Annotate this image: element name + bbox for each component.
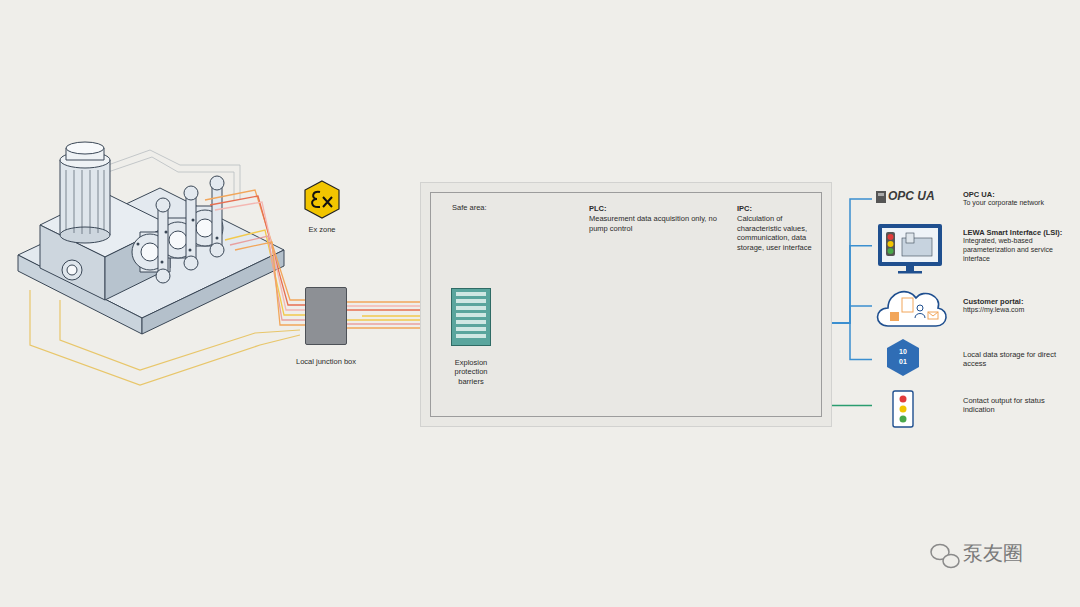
sensor-wire xyxy=(30,290,300,385)
plc-unit: PLC:Measurement data acquisition only, n… xyxy=(589,204,723,350)
node-heading: LEWA Smart Interface (LSI): xyxy=(963,228,1075,237)
barrier-module xyxy=(456,306,486,310)
barrier-module xyxy=(456,320,486,324)
wechat-icon xyxy=(931,545,959,568)
node-heading: IPC: xyxy=(737,204,821,213)
traffic-light-icon xyxy=(893,391,913,427)
junction-housing xyxy=(305,287,347,345)
binary-digits: 10 xyxy=(899,348,907,356)
node-text: Measurement data acquisition only, no pu… xyxy=(589,214,723,233)
node-text: Safe area: xyxy=(452,203,831,212)
watermark: 泵友圈 xyxy=(963,542,1023,564)
output-item: Customer portal:https://my.lewa.com xyxy=(872,297,1075,315)
binary-digits: 01 xyxy=(899,358,907,366)
cloud-icon xyxy=(878,292,947,326)
logo-text: OPC UA xyxy=(888,190,935,203)
barrier-block: Explosion protection barriers xyxy=(445,288,497,386)
junction-box: Local junction box xyxy=(290,287,362,366)
zone-label: Ex zone xyxy=(308,226,335,234)
barrier-module xyxy=(456,313,486,317)
node-text: https://my.lewa.com xyxy=(963,306,1075,315)
node-text: Integrated, web-based parameterization a… xyxy=(963,237,1075,263)
node-text: Calculation of characteristic values, co… xyxy=(737,214,821,252)
node-text: Contact output for status indication xyxy=(963,396,1075,415)
output-item: LEWA Smart Interface (LSI):Integrated, w… xyxy=(872,228,1075,264)
monitor-icon xyxy=(878,224,942,274)
node-text: To your corporate network xyxy=(963,199,1075,208)
barrier-module xyxy=(456,327,486,331)
ipc-unit: IPC:Calculation of characteristic values… xyxy=(737,204,821,349)
safe-area-panel: Safe area: Explosion protection barriers P… xyxy=(420,182,832,427)
sensor-wire xyxy=(205,190,305,325)
storage-icon xyxy=(887,339,919,376)
node-text: Explosion protection barriers xyxy=(445,358,497,386)
node-text: Local data storage for direct access xyxy=(963,350,1075,369)
output-item: Contact output for status indication xyxy=(872,396,1075,415)
node-text: Local junction box xyxy=(290,357,362,366)
opc-logo-mark xyxy=(876,191,886,203)
barrier-module xyxy=(456,292,486,296)
node-heading: PLC: xyxy=(589,204,723,213)
barrier-housing xyxy=(451,288,491,346)
node-heading: OPC UA: xyxy=(963,190,1075,199)
barrier-module xyxy=(456,299,486,303)
node-heading: Customer portal: xyxy=(963,297,1075,306)
pump-illustration xyxy=(18,142,284,334)
ex-symbol xyxy=(305,181,339,218)
barrier-module xyxy=(456,334,486,338)
